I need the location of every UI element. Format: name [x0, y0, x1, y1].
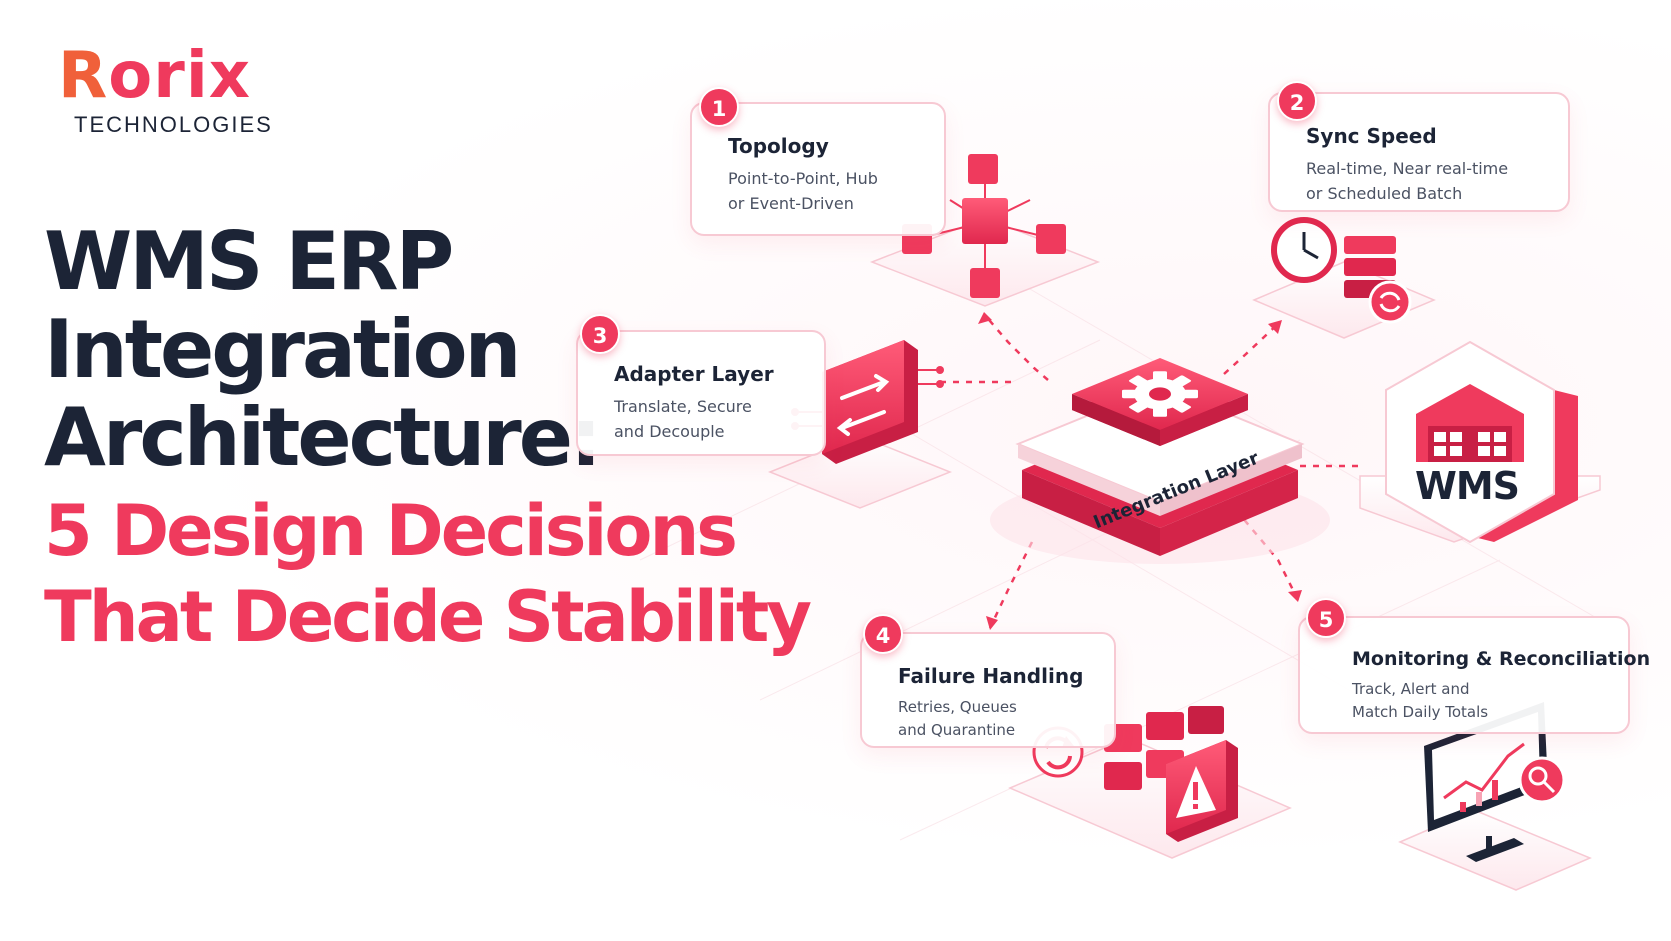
decision-number-badge: 4	[863, 614, 903, 654]
title-line-3: Architecture:	[44, 391, 602, 484]
decision-number-badge: 3	[580, 314, 620, 354]
title-accent-line-1: 5 Design Decisions	[44, 490, 738, 572]
connector-topology	[983, 313, 1049, 381]
brand-name: orix	[108, 39, 252, 113]
server-sync-icon	[1344, 236, 1412, 324]
decision-card-adapter-layer: Adapter Layer Translate, Secure and Deco…	[576, 330, 826, 456]
brand-logo: Rorix TECHNOLOGIES	[58, 44, 288, 138]
arrowhead-topology	[978, 312, 992, 324]
connector-sync	[1223, 321, 1281, 375]
decision-card-monitoring: Monitoring & Reconciliation Track, Alert…	[1298, 616, 1651, 734]
card-description: Point-to-Point, Hub or Event-Driven	[728, 166, 922, 216]
warehouse-icon	[1416, 384, 1524, 462]
decision-card-topology: Topology Point-to-Point, Hub or Event-Dr…	[690, 102, 946, 236]
brand-wordmark: Rorix	[58, 44, 288, 108]
magnifier-icon	[1518, 756, 1566, 804]
card-desc-line: Match Daily Totals	[1352, 703, 1489, 721]
title-line-1: WMS ERP	[44, 215, 454, 308]
card-desc-line: or Event-Driven	[728, 194, 854, 213]
clock-icon	[1271, 217, 1337, 283]
brand-subtitle: TECHNOLOGIES	[74, 112, 273, 137]
card-desc-line: Retries, Queues	[898, 698, 1017, 716]
decision-number-badge: 2	[1277, 81, 1317, 121]
brand-initial: R	[58, 39, 109, 113]
card-description: Track, Alert and Match Daily Totals	[1352, 678, 1606, 724]
card-desc-line: and Quarantine	[898, 721, 1016, 739]
card-title: Sync Speed	[1306, 124, 1437, 148]
wms-label: WMS	[1414, 464, 1520, 508]
connector-lines	[940, 313, 1362, 629]
card-desc-line: or Scheduled Batch	[1306, 184, 1463, 203]
card-description: Translate, Secure and Decouple	[614, 394, 802, 444]
connector-failure	[988, 541, 1034, 629]
decision-card-failure-handling: Failure Handling Retries, Queues and Qua…	[860, 632, 1116, 748]
title-line-2: Integration	[44, 303, 522, 396]
decision-number-badge: 5	[1306, 598, 1346, 638]
card-description: Real-time, Near real-time or Scheduled B…	[1306, 156, 1546, 206]
card-title: Topology	[728, 134, 829, 158]
decision-card-sync-speed: Sync Speed Real-time, Near real-time or …	[1268, 92, 1570, 212]
card-desc-line: Real-time, Near real-time	[1306, 159, 1509, 178]
failure-icons	[1008, 737, 1292, 859]
arrowhead-sync	[1268, 320, 1282, 334]
card-title: Failure Handling	[898, 664, 1084, 688]
arrowhead-failure	[986, 616, 998, 630]
warning-icon	[1166, 740, 1238, 842]
arrowhead-monitoring	[1288, 590, 1302, 602]
card-desc-line: and Decouple	[614, 422, 725, 441]
connector-monitoring	[1235, 509, 1300, 601]
card-description: Retries, Queues and Quarantine	[898, 696, 1092, 742]
queue-blocks-icon	[1104, 706, 1224, 790]
card-desc-line: Track, Alert and	[1352, 680, 1470, 698]
gear-icon	[1122, 371, 1198, 417]
network-cubes-icon	[869, 154, 1101, 307]
monitor-chart-icon	[1398, 702, 1592, 891]
page-title: WMS ERP Integration Architecture: 5 Desi…	[44, 215, 812, 660]
decision-number-badge: 1	[699, 87, 739, 127]
card-title: Adapter Layer	[614, 362, 774, 386]
title-accent-line-2: That Decide Stability	[44, 576, 812, 658]
adapter-arrows-icon	[767, 340, 953, 509]
integration-hub	[990, 358, 1330, 564]
card-desc-line: Point-to-Point, Hub	[728, 169, 878, 188]
card-desc-line: Translate, Secure	[614, 397, 752, 416]
card-title: Monitoring & Reconciliation	[1352, 648, 1651, 670]
